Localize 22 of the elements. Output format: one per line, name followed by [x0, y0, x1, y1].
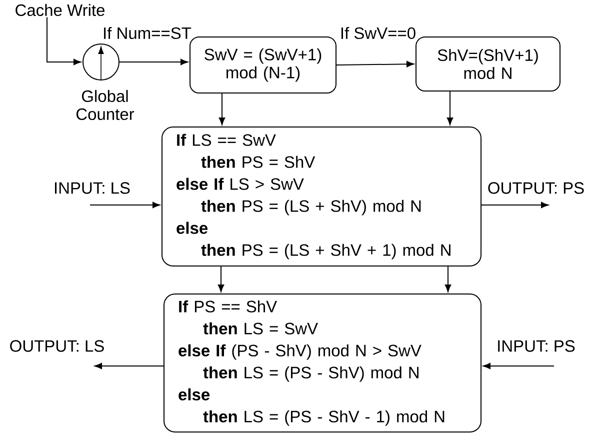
edge-label: OUTPUT: PS [488, 182, 584, 194]
arrow [446, 91, 454, 125]
edge-label: INPUT: PS [498, 340, 575, 352]
counter-circle [82, 44, 120, 80]
node-text: Cache Write [16, 4, 104, 16]
arrow [119, 58, 188, 66]
arrow [481, 202, 549, 208]
arrow [46, 16, 81, 66]
arrow [218, 93, 226, 125]
node-caption: Global Counter [76, 90, 134, 120]
edge-label: If SwV==0 [341, 26, 416, 40]
arrow [94, 362, 164, 370]
edge-label: If Num==ST [104, 26, 192, 40]
arrow [483, 362, 554, 370]
arrow [90, 202, 160, 208]
edge-label: OUTPUT: LS [10, 340, 104, 352]
arrow [444, 266, 452, 292]
process-box: SwV = (SwV+1) mod (N-1) [190, 36, 336, 94]
edge-label: INPUT: LS [55, 182, 130, 194]
arrow [218, 266, 224, 292]
process-box: ShV=(ShV+1) mod N [416, 36, 560, 92]
arrow [336, 61, 414, 68]
